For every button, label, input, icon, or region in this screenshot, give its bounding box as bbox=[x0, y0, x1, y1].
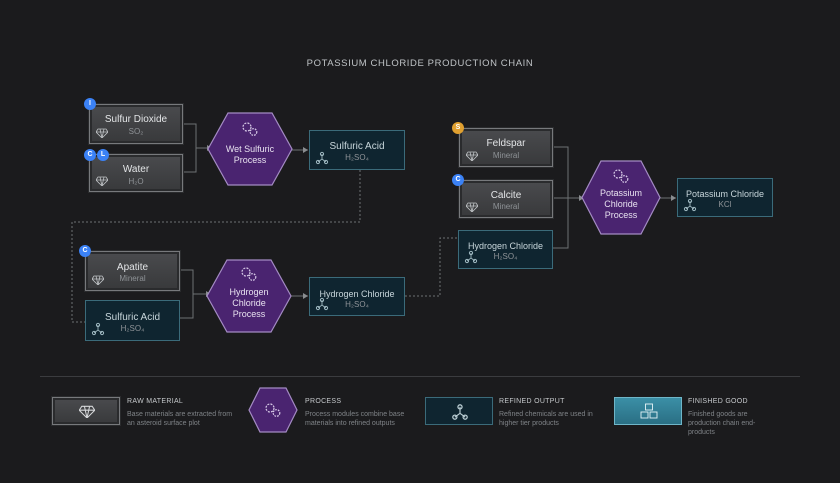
diamond-icon bbox=[466, 202, 478, 212]
node-sulfuric-acid-top[interactable]: Sulfuric Acid H₂SO₄ bbox=[309, 130, 405, 170]
molecule-icon bbox=[452, 404, 468, 420]
legend-raw-desc: Base materials are extracted from an ast… bbox=[127, 411, 233, 427]
node-sulfuric-acid-bottom[interactable]: Sulfuric Acid H₂SO₄ bbox=[85, 300, 180, 341]
node-formula: H₂SO₄ bbox=[120, 324, 145, 333]
node-name: Sulfur Dioxide bbox=[104, 114, 168, 125]
legend-refined-swatch bbox=[425, 397, 493, 425]
cubes-icon bbox=[640, 403, 658, 419]
badge-gold-icon: S bbox=[452, 122, 464, 134]
legend-refined-desc: Refined chemicals are used in higher tie… bbox=[499, 411, 593, 427]
legend-divider bbox=[40, 376, 800, 377]
node-name: Feldspar bbox=[486, 138, 526, 149]
legend-raw-swatch bbox=[52, 397, 120, 425]
process-wet-sulfuric[interactable]: Wet Sulfuric Process bbox=[207, 112, 293, 186]
badge-blue-icon: I bbox=[84, 98, 96, 110]
node-name: Calcite bbox=[490, 190, 522, 201]
legend-finished-title: FINISHED GOOD bbox=[688, 398, 748, 405]
badge-blue-icon: L bbox=[97, 149, 109, 161]
node-formula: H₂O bbox=[128, 177, 144, 186]
process-potassium-chloride[interactable]: Potassium Chloride Process bbox=[581, 160, 661, 235]
node-formula: Mineral bbox=[119, 274, 146, 283]
node-name: Potassium Chloride bbox=[685, 189, 765, 199]
gears-icon bbox=[613, 169, 629, 183]
node-formula: Mineral bbox=[492, 202, 520, 211]
node-apatite[interactable]: Apatite Mineral bbox=[85, 251, 180, 291]
node-sulfur-dioxide[interactable]: Sulfur Dioxide SO₂ bbox=[89, 104, 183, 144]
node-formula: Mineral bbox=[492, 151, 520, 160]
gears-icon bbox=[242, 122, 258, 136]
node-formula: H₂SO₄ bbox=[345, 300, 369, 309]
node-name: Sulfuric Acid bbox=[329, 141, 385, 152]
node-name: Hydrogen Chloride bbox=[467, 241, 544, 251]
molecule-icon bbox=[91, 322, 105, 336]
node-hydrogen-chloride-right[interactable]: Hydrogen Chloride H₂SO₄ bbox=[458, 230, 553, 269]
process-label-line1: Hydrogen bbox=[229, 287, 269, 297]
process-label-line2: Chloride bbox=[604, 199, 638, 209]
molecule-icon bbox=[464, 250, 478, 264]
node-potassium-chloride[interactable]: Potassium Chloride KCl bbox=[677, 178, 773, 217]
process-label-line3: Process bbox=[232, 309, 266, 319]
diamond-icon bbox=[96, 128, 108, 138]
process-label-line2: Process bbox=[233, 155, 267, 165]
node-formula: SO₂ bbox=[128, 127, 144, 136]
process-label-line2: Chloride bbox=[232, 298, 266, 308]
node-name: Water bbox=[122, 164, 150, 175]
legend-finished-swatch bbox=[614, 397, 682, 425]
diamond-icon bbox=[96, 176, 108, 186]
node-name: Hydrogen Chloride bbox=[319, 289, 395, 299]
node-name: Apatite bbox=[116, 262, 149, 273]
badge-blue-icon: C bbox=[452, 174, 464, 186]
legend-refined-title: REFINED OUTPUT bbox=[499, 398, 565, 405]
molecule-icon bbox=[315, 151, 329, 165]
diagram-title: POTASSIUM CHLORIDE PRODUCTION CHAIN bbox=[306, 58, 534, 69]
diamond-icon bbox=[92, 275, 104, 285]
legend-process-swatch bbox=[248, 387, 298, 433]
process-hydrogen-chloride[interactable]: Hydrogen Chloride Process bbox=[206, 259, 292, 333]
process-label-line1: Wet Sulfuric bbox=[225, 144, 275, 154]
molecule-icon bbox=[683, 198, 697, 212]
gears-icon bbox=[265, 403, 281, 417]
badge-blue-icon: C bbox=[79, 245, 91, 257]
legend-process-desc: Process modules combine base materials i… bbox=[305, 411, 405, 427]
process-label-line1: Potassium bbox=[599, 188, 643, 198]
node-name: Sulfuric Acid bbox=[104, 312, 161, 323]
node-feldspar[interactable]: Feldspar Mineral bbox=[459, 128, 553, 167]
gears-icon bbox=[241, 267, 257, 281]
process-label-line3: Process bbox=[604, 210, 638, 220]
legend-process-title: PROCESS bbox=[305, 398, 342, 405]
node-formula: H₂SO₄ bbox=[345, 153, 369, 162]
diamond-icon bbox=[466, 151, 478, 161]
node-formula: H₂SO₄ bbox=[493, 252, 518, 261]
node-hydrogen-chloride-mid[interactable]: Hydrogen Chloride H₂SO₄ bbox=[309, 277, 405, 316]
node-formula: KCl bbox=[718, 200, 732, 209]
molecule-icon bbox=[315, 297, 329, 311]
legend-raw-title: RAW MATERIAL bbox=[127, 398, 184, 405]
badge-blue-icon: C bbox=[84, 149, 96, 161]
node-calcite[interactable]: Calcite Mineral bbox=[459, 180, 553, 218]
diamond-icon bbox=[79, 405, 95, 418]
legend-finished-desc: Finished goods are production chain end-… bbox=[688, 411, 756, 436]
